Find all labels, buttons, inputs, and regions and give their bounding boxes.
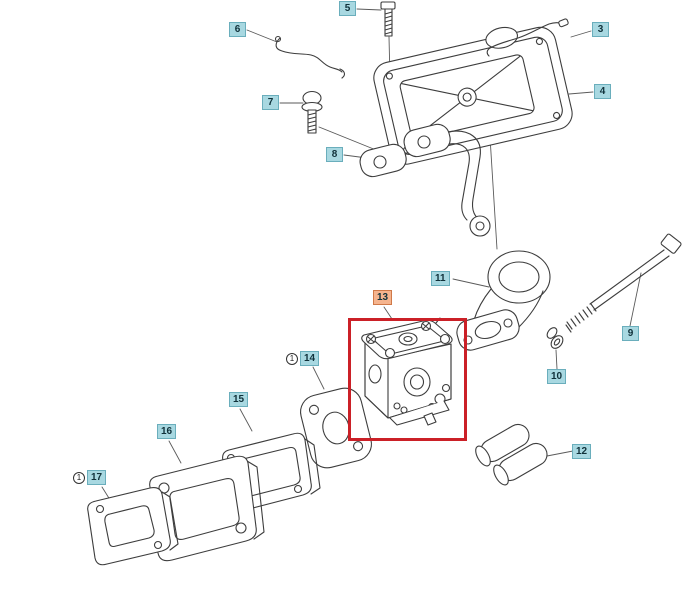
part-label-9[interactable]: 9 [622, 326, 639, 341]
part-label-14[interactable]: 1 14 [286, 351, 320, 366]
part-bracket-drawing [359, 123, 491, 237]
part-bolt-9-drawing [565, 233, 682, 333]
part-screw-5-drawing [380, 1, 396, 37]
part-intake-boot-drawing [456, 250, 551, 351]
part-carburetor-drawing [361, 317, 453, 426]
part-label-6[interactable]: 6 [229, 22, 246, 37]
part-number-box: 7 [262, 95, 279, 110]
leader-lines [101, 8, 642, 504]
part-label-16[interactable]: 16 [157, 424, 177, 439]
part-label-4[interactable]: 4 [594, 84, 611, 99]
quantity-circle: 1 [73, 471, 85, 484]
part-number-box: 4 [594, 84, 611, 99]
part-number-box: 14 [300, 351, 320, 366]
part-number-box: 16 [157, 424, 177, 439]
part-number-box: 11 [431, 271, 450, 286]
part-number-box: 10 [547, 369, 567, 384]
part-label-15[interactable]: 15 [229, 392, 249, 407]
part-throttle-cable-3-drawing [486, 18, 569, 57]
part-label-13[interactable]: 13 [373, 290, 393, 305]
part-washer-10-drawing [546, 327, 564, 349]
part-gasket-14-drawing [300, 387, 372, 469]
part-label-8[interactable]: 8 [326, 147, 343, 162]
part-number-box: 9 [622, 326, 639, 341]
part-number-box: 6 [229, 22, 246, 37]
part-label-10[interactable]: 10 [547, 369, 567, 384]
part-number-box: 15 [229, 392, 249, 407]
part-label-5[interactable]: 5 [339, 1, 356, 16]
part-gasket-17-drawing [87, 487, 179, 566]
part-number-box: 3 [592, 22, 609, 37]
part-screw-7-drawing [301, 90, 323, 134]
part-label-3[interactable]: 3 [592, 22, 609, 37]
part-number-box-highlighted: 13 [373, 290, 393, 305]
part-number-box: 8 [326, 147, 343, 162]
part-number-box: 12 [572, 444, 592, 459]
selected-part-highlight-box [348, 318, 467, 441]
quantity-circle: 1 [286, 352, 298, 365]
part-label-7[interactable]: 7 [262, 95, 279, 110]
part-label-12[interactable]: 12 [572, 444, 592, 459]
part-number-box: 17 [87, 470, 107, 485]
part-clamp-12-drawing [475, 423, 548, 486]
part-label-11[interactable]: 11 [431, 271, 450, 286]
part-number-box: 5 [339, 1, 356, 16]
part-label-17[interactable]: 1 17 [73, 470, 107, 485]
part-wire-clip-6-drawing [274, 35, 345, 79]
part-air-filter-base-drawing [373, 26, 573, 165]
